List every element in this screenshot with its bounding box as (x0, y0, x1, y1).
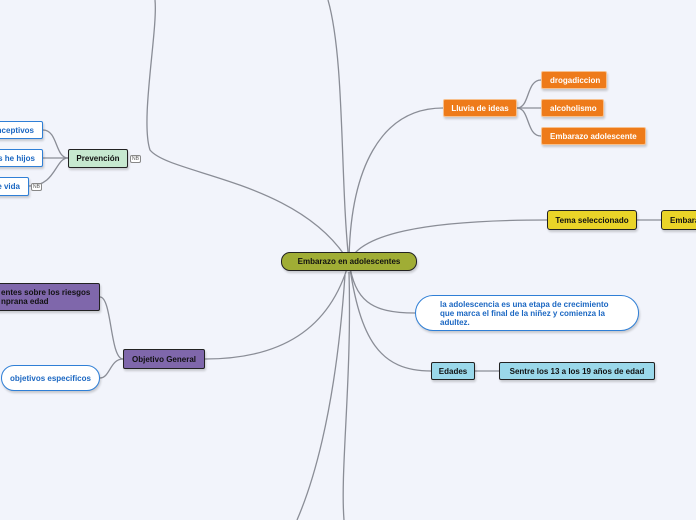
objetivo-main-child-node[interactable]: entes sobre los riesgos nprana edad (0, 283, 100, 311)
edades-label: Edades (438, 366, 468, 376)
edades-node[interactable]: Edades (431, 362, 475, 380)
drogadiccion-node[interactable]: drogadiccion (541, 71, 607, 89)
objetivos-especificos-node[interactable]: objetivos especificos (1, 365, 100, 391)
prevencion-child-3-label: e vida (0, 182, 20, 191)
tema-child-label: Embara (670, 215, 696, 225)
alcoholismo-label: alcoholismo (550, 103, 597, 113)
prevencion-label: Prevención (76, 154, 120, 163)
lluvia-de-ideas-node[interactable]: Lluvia de ideas (443, 99, 517, 117)
embarazo-adolescente-label: Embarazo adolescente (550, 131, 637, 141)
objetivo-general-label: Objetivo General (131, 354, 197, 364)
prevencion-child-2-node[interactable]: s he hijos (0, 149, 43, 167)
alcoholismo-node[interactable]: alcoholismo (541, 99, 604, 117)
objetivo-main-child-label: entes sobre los riesgos nprana edad (1, 288, 91, 306)
definicion-node[interactable]: la adolescencia es una etapa de crecimie… (415, 295, 639, 331)
embarazo-adolescente-node[interactable]: Embarazo adolescente (541, 127, 646, 145)
drogadiccion-label: drogadiccion (550, 75, 601, 85)
edades-child-node[interactable]: Sentre los 13 a los 19 años de edad (499, 362, 655, 380)
prevencion-child-1-label: nceptivos (0, 125, 34, 135)
objetivo-general-node[interactable]: Objetivo General (123, 349, 205, 369)
prevencion-note-badge[interactable]: NB (130, 155, 141, 163)
central-topic[interactable]: Embarazo en adolescentes (281, 252, 417, 271)
edades-child-label: Sentre los 13 a los 19 años de edad (509, 366, 645, 376)
prevencion-child-3-node[interactable]: e vida (0, 177, 29, 196)
prevencion-child-note-badge[interactable]: NB (31, 183, 42, 191)
lluvia-de-ideas-label: Lluvia de ideas (451, 103, 509, 113)
tema-seleccionado-node[interactable]: Tema seleccionado (547, 210, 637, 230)
objetivos-especificos-label: objetivos especificos (10, 373, 91, 383)
tema-seleccionado-label: Tema seleccionado (555, 215, 629, 225)
prevencion-child-1-node[interactable]: nceptivos (0, 121, 43, 139)
tema-child-node[interactable]: Embara (661, 210, 696, 230)
prevencion-child-2-label: s he hijos (0, 153, 35, 163)
central-topic-label: Embarazo en adolescentes (297, 257, 401, 266)
prevencion-node[interactable]: Prevención (68, 149, 128, 168)
definicion-label: la adolescencia es una etapa de crecimie… (440, 299, 609, 327)
